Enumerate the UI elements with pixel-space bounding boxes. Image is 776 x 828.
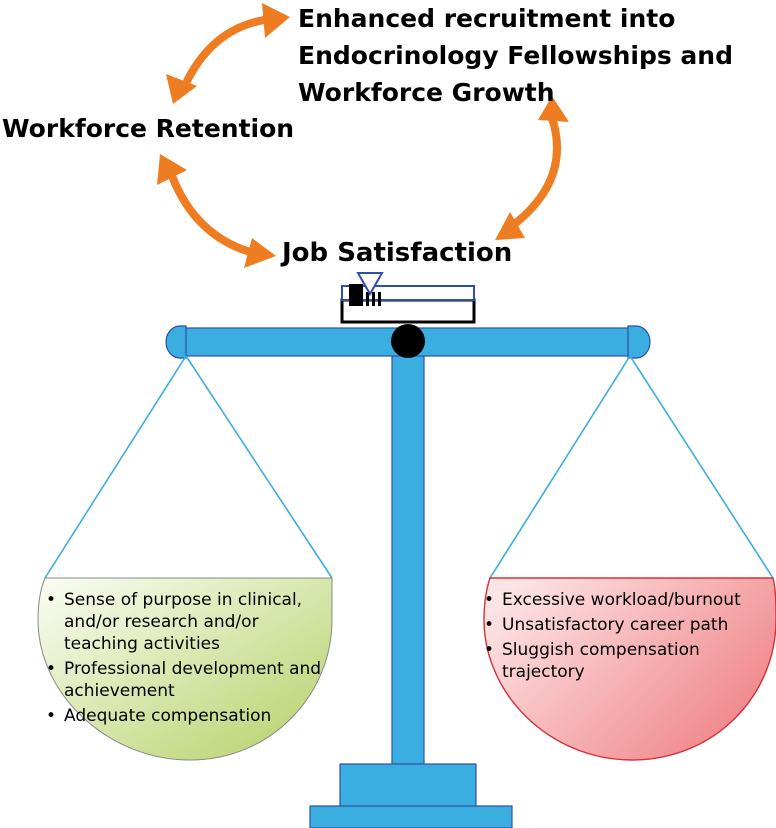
arrowhead xyxy=(244,238,276,268)
arrowhead xyxy=(495,212,525,240)
recruitment-label-line: Enhanced recruitment into xyxy=(298,4,676,33)
indicator-pointer-icon xyxy=(356,272,384,297)
retention-label: Workforce Retention xyxy=(2,114,295,143)
job-satisfaction-label: Job Satisfaction xyxy=(282,238,513,268)
list-item: Adequate compensation xyxy=(44,705,336,727)
scale-pillar xyxy=(391,335,425,767)
scale-stand xyxy=(309,335,513,828)
arrow-heads xyxy=(157,3,569,268)
beam-left-cap xyxy=(165,325,187,359)
left-string-left xyxy=(44,355,187,579)
scale-base-top xyxy=(339,763,477,809)
arrowhead xyxy=(262,3,290,38)
recruitment-label: Enhanced recruitment into Endocrinology … xyxy=(298,0,733,111)
negative-factors-list: Excessive workload/burnout Unsatisfactor… xyxy=(482,589,776,686)
arrowhead xyxy=(166,74,197,104)
list-item: Sense of purpose in clinical, and/or res… xyxy=(44,589,336,655)
list-item: Unsatisfactory career path xyxy=(482,614,776,636)
arrowhead xyxy=(538,96,569,122)
scale-base-bottom xyxy=(309,805,513,828)
arrow-retention-to-job xyxy=(168,172,254,256)
right-string-right xyxy=(629,355,774,579)
arrow-retention-to-recruitment xyxy=(178,16,268,96)
list-item: Excessive workload/burnout xyxy=(482,589,776,611)
arrow-recruitment-to-job xyxy=(508,114,561,230)
beam-pivot xyxy=(391,324,425,358)
list-item: Professional development and achievement xyxy=(44,658,336,702)
right-string-left xyxy=(489,355,631,579)
arrowhead xyxy=(157,154,187,185)
pan-strings xyxy=(44,355,774,579)
positive-factors-list: Sense of purpose in clinical, and/or res… xyxy=(44,589,336,730)
list-item: Sluggish compensation trajectory xyxy=(482,639,776,683)
left-string-right xyxy=(185,355,333,579)
recruitment-label-line: Endocrinology Fellowships and xyxy=(298,41,733,70)
beam-right-cap xyxy=(627,325,651,359)
balance-indicator xyxy=(340,272,476,324)
cycle-arrows xyxy=(168,16,561,256)
recruitment-label-line: Workforce Growth xyxy=(298,78,555,107)
